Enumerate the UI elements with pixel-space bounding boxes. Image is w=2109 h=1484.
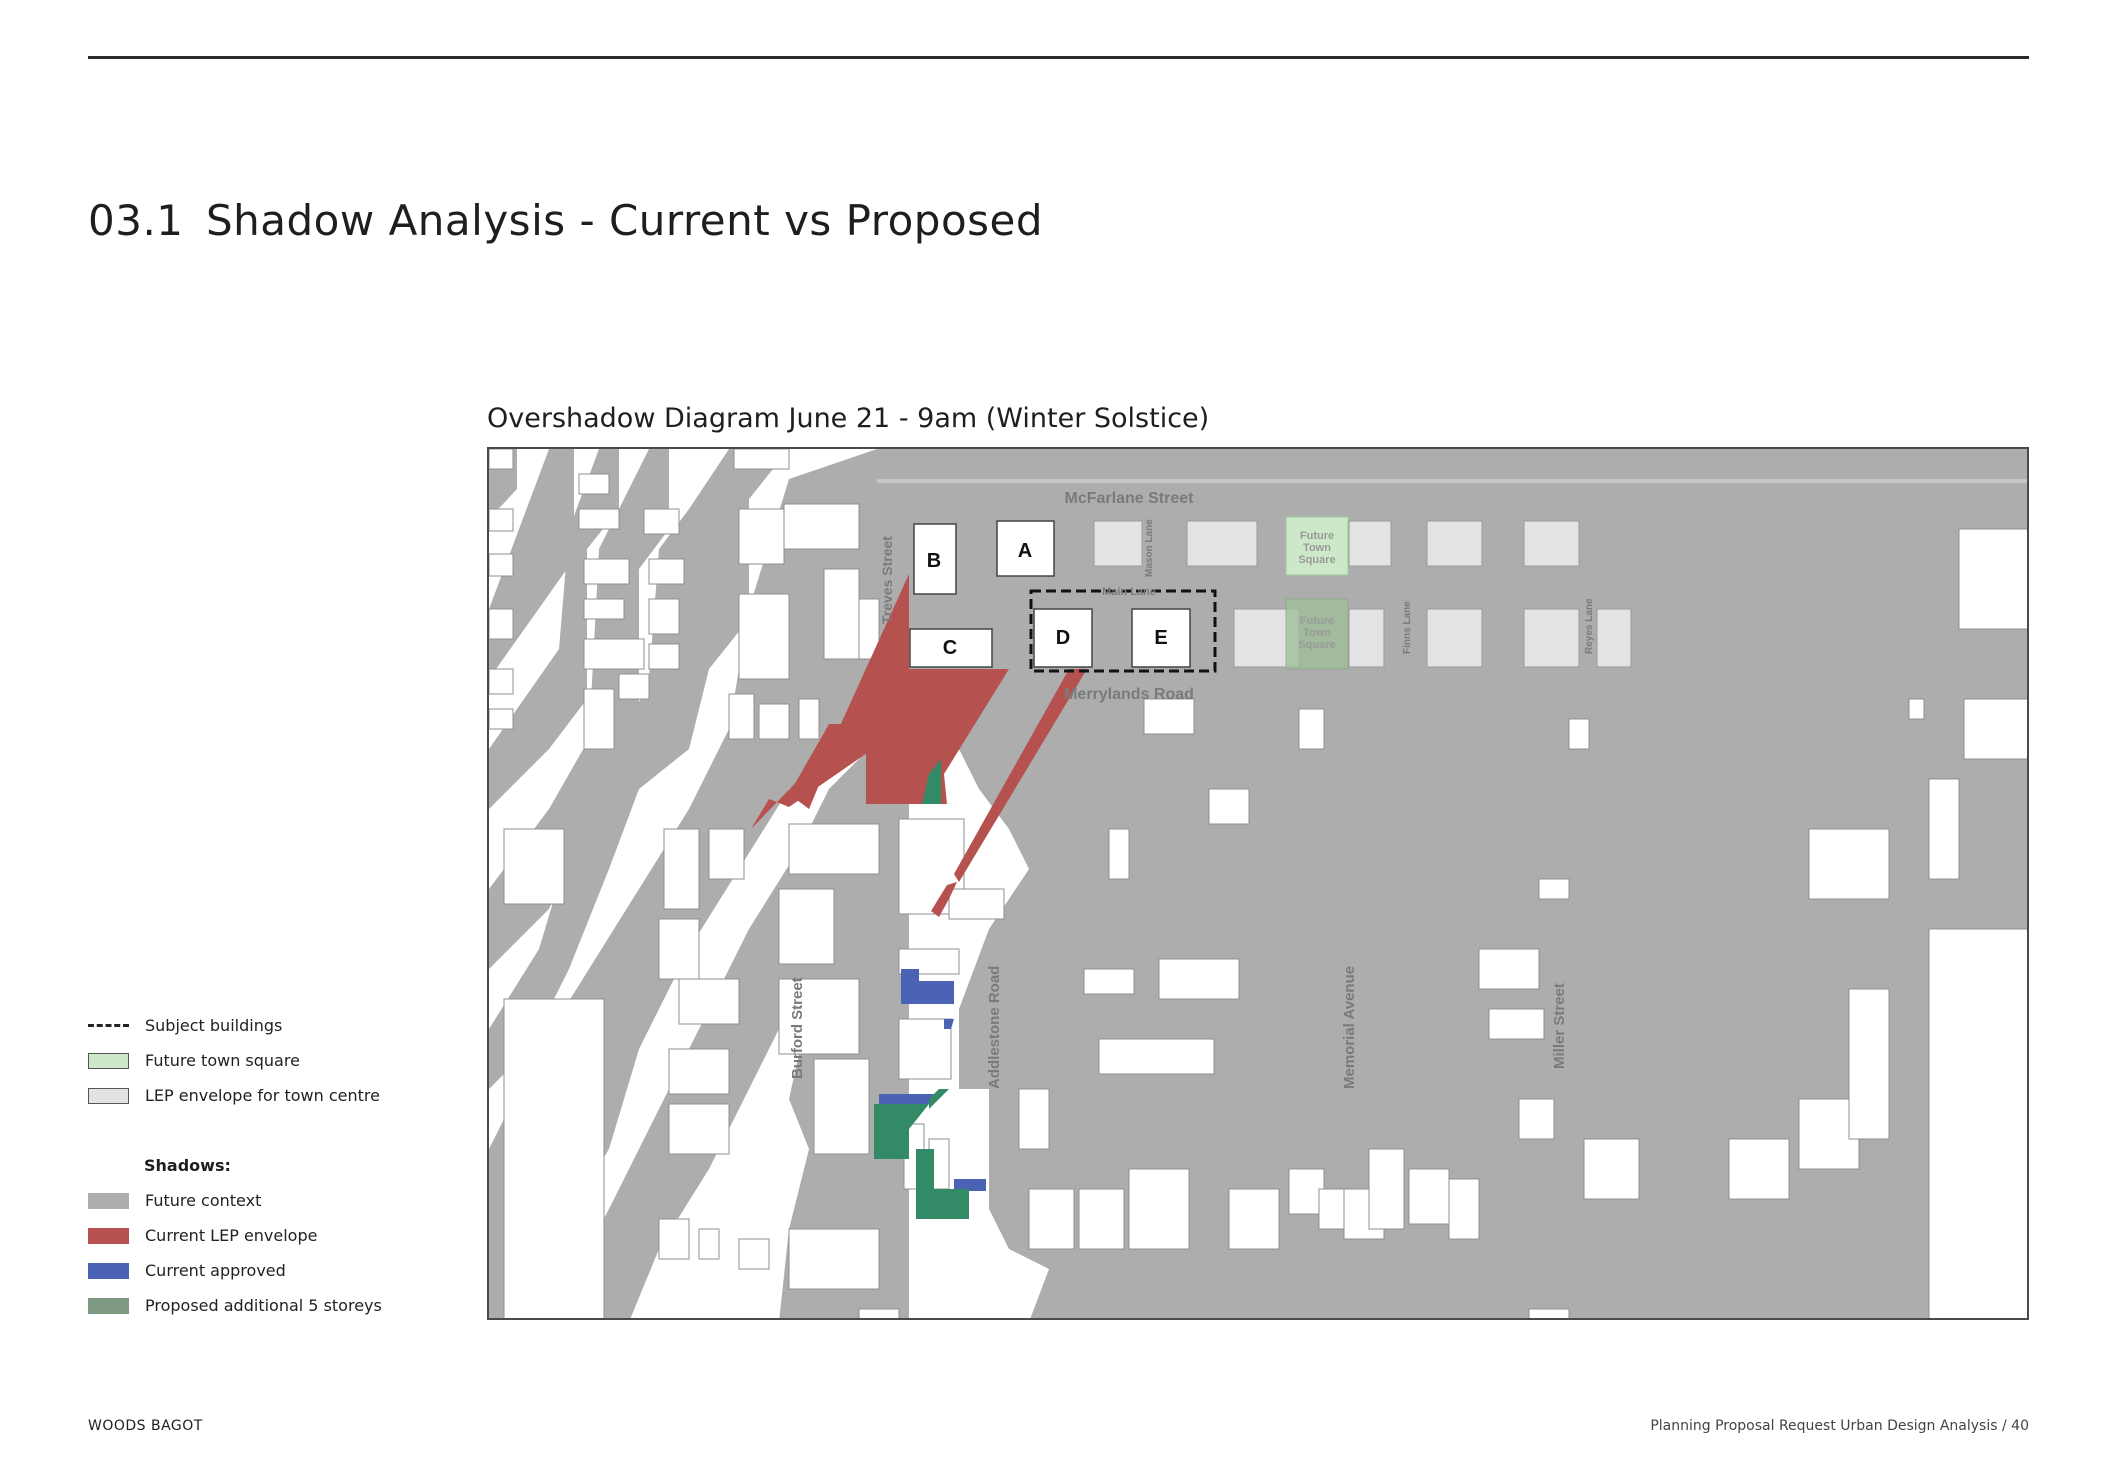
street-mason-lane: Mason Lane	[1144, 519, 1155, 577]
context-buildings	[489, 449, 2027, 1318]
current-lep-shadow	[751, 574, 1087, 917]
legend-future-context: Future context	[88, 1191, 261, 1210]
building-label-b: B	[927, 550, 941, 572]
current-approved-shadow	[879, 969, 986, 1191]
section-title: Shadow Analysis - Current vs Proposed	[206, 196, 1044, 245]
svg-text:Future: Future	[1300, 530, 1334, 542]
street-merrylands: Merrylands Road	[1064, 686, 1194, 703]
road-strips	[877, 479, 2027, 483]
street-reyes-lane: Reyes Lane	[1584, 598, 1595, 654]
town-square-label-bottom: Future Town Square	[1298, 615, 1335, 651]
street-treves: Treves Street	[879, 536, 895, 624]
legend-subject-buildings: Subject buildings	[88, 1016, 282, 1035]
legend-current-approved: Current approved	[88, 1261, 286, 1280]
svg-text:Town: Town	[1303, 627, 1331, 639]
street-main-lane: Main Lane	[1102, 586, 1156, 598]
svg-text:Square: Square	[1298, 554, 1335, 566]
svg-text:Future: Future	[1300, 615, 1334, 627]
section-number: 03.1	[88, 196, 184, 245]
footer-document-title: Planning Proposal Request Urban Design A…	[1650, 1418, 1998, 1434]
lep-envelope-blocks	[1093, 520, 1632, 668]
legend-proposed-additional: Proposed additional 5 storeys	[88, 1296, 382, 1315]
current-lep-swatch	[88, 1227, 129, 1244]
street-memorial: Memorial Avenue	[1341, 966, 1358, 1089]
street-miller: Miller Street	[1551, 983, 1568, 1069]
svg-text:Town: Town	[1303, 542, 1331, 554]
shadow-map: B A C D E Future Town Square Future Town…	[487, 447, 2029, 1320]
subject-boundary	[1029, 589, 1217, 673]
building-label-c: C	[943, 637, 957, 659]
building-label-a: A	[1018, 540, 1032, 562]
top-rule	[88, 56, 2029, 59]
future-town-square	[1285, 516, 1349, 670]
street-burford: Burford Street	[789, 977, 806, 1079]
footer-page-number: 40	[2011, 1418, 2029, 1434]
lep-envelope-swatch	[88, 1087, 129, 1104]
legend-current-lep: Current LEP envelope	[88, 1226, 317, 1245]
dashed-line-swatch	[88, 1024, 129, 1027]
future-context-swatch	[88, 1192, 129, 1209]
street-mcfarlane: McFarlane Street	[1065, 490, 1195, 507]
diagram-title: Overshadow Diagram June 21 - 9am (Winter…	[487, 403, 1210, 434]
street-addlestone: Addlestone Road	[986, 966, 1003, 1089]
building-label-d: D	[1056, 627, 1070, 649]
page-title: 03.1 Shadow Analysis - Current vs Propose…	[88, 196, 1043, 245]
proposed-additional-swatch	[88, 1297, 129, 1314]
shadow-map-svg: B A C D E Future Town Square Future Town…	[489, 449, 2027, 1318]
footer-document: Planning Proposal Request Urban Design A…	[1650, 1418, 2029, 1434]
legend-lep-envelope: LEP envelope for town centre	[88, 1086, 380, 1105]
svg-text:Square: Square	[1298, 639, 1335, 651]
building-label-e: E	[1154, 627, 1167, 649]
legend-future-town-square: Future town square	[88, 1051, 300, 1070]
town-square-swatch	[88, 1052, 129, 1069]
current-approved-swatch	[88, 1262, 129, 1279]
footer-company: WOODS BAGOT	[88, 1418, 203, 1434]
town-square-label-top: Future Town Square	[1298, 530, 1335, 566]
legend-shadows-heading: Shadows:	[144, 1156, 231, 1175]
street-finns-lane: Finns Lane	[1402, 601, 1413, 654]
subject-buildings	[909, 520, 1191, 668]
footer-separator: /	[2002, 1418, 2007, 1434]
proposed-additional-shadow	[874, 759, 969, 1219]
